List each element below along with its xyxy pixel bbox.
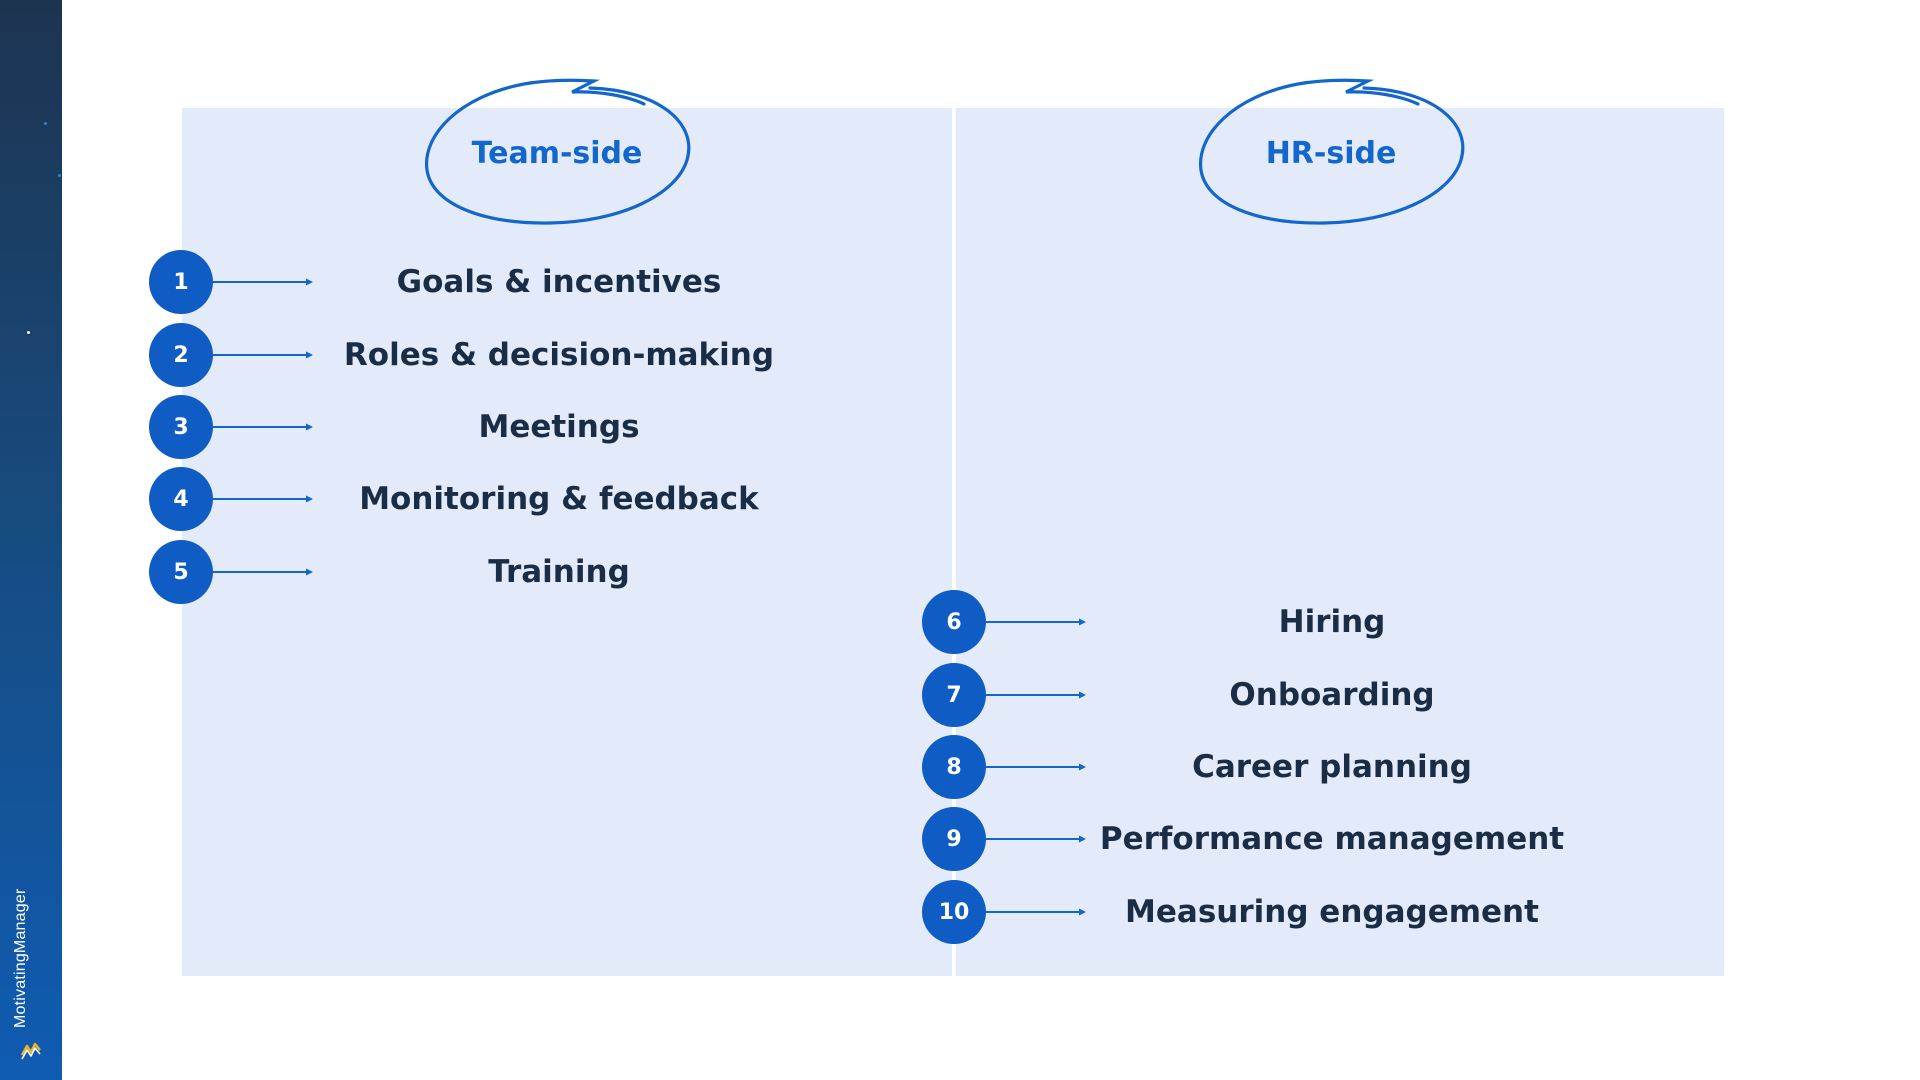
item-label: Training (488, 554, 630, 590)
item-label: Goals & incentives (396, 264, 722, 300)
list-item-team-2: 2 Roles & decision-making (149, 323, 849, 387)
number-badge: 6 (922, 590, 986, 654)
brand-name: MotivatingManager (12, 888, 29, 1028)
list-item-team-1: 1 Goals & incentives (149, 250, 849, 314)
arrow-right-icon (986, 908, 1086, 916)
hand-drawn-ellipse (1199, 78, 1465, 225)
item-label: Performance management (1099, 821, 1565, 857)
list-item-team-5: 5 Training (149, 540, 849, 604)
number-badge: 7 (922, 663, 986, 727)
hr-side-heading-text: HR-side (1265, 135, 1397, 171)
item-label: Monitoring & feedback (359, 481, 759, 517)
item-label: Measuring engagement (1125, 894, 1539, 930)
list-item-hr-8: 8 Career planning (922, 735, 1622, 799)
hand-drawn-ellipse (425, 78, 691, 225)
list-item-hr-7: 7 Onboarding (922, 663, 1622, 727)
number-badge: 10 (922, 880, 986, 944)
arrow-right-icon (213, 278, 313, 286)
arrow-right-icon (986, 763, 1086, 771)
hr-side-heading: HR-side (1196, 78, 1466, 228)
list-item-hr-9: 9 Performance management (922, 807, 1622, 871)
team-side-heading: Team-side (422, 78, 692, 228)
arrow-right-icon (213, 568, 313, 576)
team-side-heading-text: Team-side (471, 135, 643, 171)
arrow-right-icon (986, 691, 1086, 699)
arrow-right-icon (213, 495, 313, 503)
number-badge: 2 (149, 323, 213, 387)
motivating-manager-logo-icon (20, 1042, 41, 1060)
team-side-panel (182, 108, 952, 976)
number-badge: 5 (149, 540, 213, 604)
column-divider (952, 108, 956, 976)
item-label: Hiring (1278, 604, 1386, 640)
number-badge: 3 (149, 395, 213, 459)
hr-side-panel (956, 108, 1724, 976)
number-badge: 4 (149, 467, 213, 531)
arrow-right-icon (213, 351, 313, 359)
list-item-team-3: 3 Meetings (149, 395, 849, 459)
arrow-right-icon (986, 618, 1086, 626)
decorative-dot (44, 122, 47, 125)
item-label: Meetings (478, 409, 640, 445)
list-item-team-4: 4 Monitoring & feedback (149, 467, 849, 531)
number-badge: 8 (922, 735, 986, 799)
arrow-right-icon (213, 423, 313, 431)
item-label: Onboarding (1229, 677, 1435, 713)
decorative-dot (27, 331, 30, 334)
list-item-hr-6: 6 Hiring (922, 590, 1622, 654)
number-badge: 1 (149, 250, 213, 314)
item-label: Career planning (1192, 749, 1472, 785)
item-label: Roles & decision-making (343, 337, 775, 373)
list-item-hr-10: 10 Measuring engagement (922, 880, 1622, 944)
number-badge: 9 (922, 807, 986, 871)
arrow-right-icon (986, 835, 1086, 843)
decorative-dot (58, 174, 61, 177)
brand-sidebar: MotivatingManager (0, 0, 62, 1080)
